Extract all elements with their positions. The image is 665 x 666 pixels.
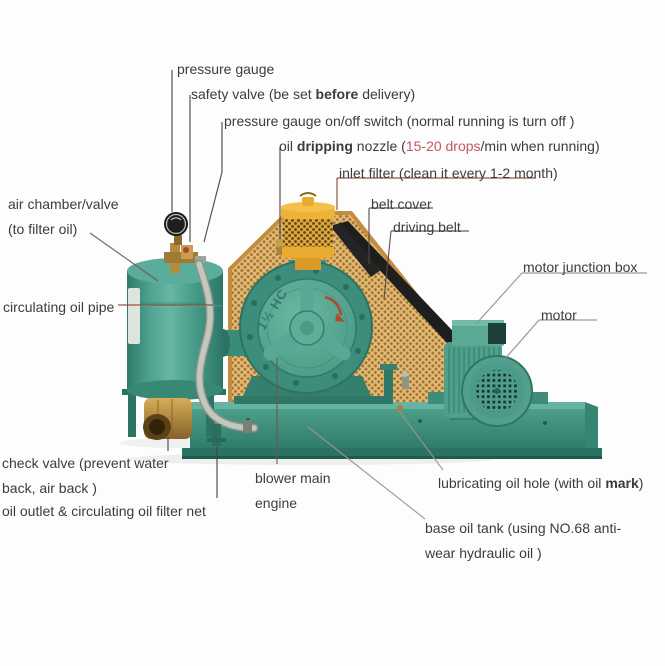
callout-lines [89,70,647,520]
label-oil-dripping: oil dripping nozzle (15-20 drops/min whe… [279,138,600,154]
line-base-oil-tank [307,426,426,520]
line-lubricating [398,410,444,471]
line-belt-cover [368,207,433,264]
line-motor-junction-box [475,272,647,325]
tank-sticker [128,288,140,344]
label-base-oil-tank: base oil tank (using NO.68 anti-wear hyd… [425,520,622,561]
line-air-chamber [89,232,159,282]
label-gauge-switch: pressure gauge on/off switch (normal run… [224,113,575,129]
lubricating-oil-hole [380,364,409,411]
line-inlet-filter [336,177,536,210]
label-safety-valve: safety valve (be set before delivery) [191,86,416,102]
rotation-arrow [324,295,345,322]
label-circulating-oil-pipe: circulating oil pipe [3,299,115,315]
driving-belt [330,221,470,356]
inlet-filter [281,192,335,270]
label-inlet-filter: inlet filter (clean it every 1-2 month) [339,165,558,181]
rim-bolts [247,268,365,386]
label-pressure-gauge: pressure gauge [177,61,275,77]
blower-main-engine: 1½ HC [216,260,373,394]
motor-junction-box [452,320,506,346]
on-off-switch [183,247,189,253]
label-driving-belt: driving belt [393,219,461,235]
line-motor [503,319,597,361]
label-lubricating-oil-hole: lubricating oil hole (with oil mark) [438,475,644,491]
label-belt-cover: belt cover [371,196,432,212]
oil-outlet [207,424,226,446]
check-valve [143,398,192,440]
gauge-valve-cluster [164,212,206,273]
pressure-gauge [164,212,188,236]
line-gauge-switch [203,122,223,243]
circulating-oil-pipe [194,259,259,433]
motor [428,320,548,427]
label-motor: motor [541,307,577,323]
label-motor-junction-box: motor junction box [523,259,638,275]
motor-face [461,355,533,427]
label-air-chamber: air chamber/valve(to filter oil) [8,196,119,237]
label-oil-outlet: oil outlet & circulating oil filter net [2,503,206,519]
line-driving-belt [383,230,469,300]
